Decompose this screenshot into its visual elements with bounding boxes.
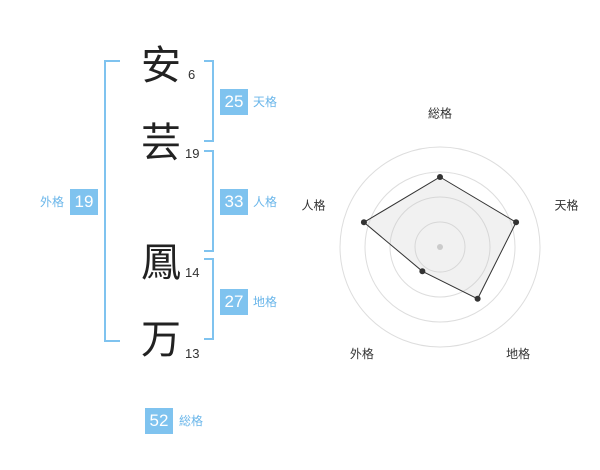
radar-rings (339, 146, 541, 348)
chikaku-value: 27 (220, 289, 248, 315)
radar-axis-label: 人格 (302, 197, 326, 212)
tenkaku-label: 天格 (253, 95, 278, 109)
radar-shape (360, 174, 520, 302)
soukaku-label: 総格 (179, 414, 204, 428)
name-char-4: 万 (141, 317, 181, 363)
name-char-3: 鳳 (141, 240, 181, 286)
soukaku-value: 52 (145, 408, 173, 434)
stroke-count-1: 6 (188, 67, 196, 82)
radar-point-3 (474, 295, 481, 302)
chikaku-bracket (204, 258, 214, 340)
name-char-1: 安 (141, 43, 181, 89)
jinkaku-label: 人格 (253, 195, 278, 209)
tenkaku-value: 25 (220, 89, 248, 115)
radar-axis-label: 総格 (428, 106, 452, 121)
stroke-count-3: 14 (185, 265, 200, 280)
gaikaku-value: 19 (70, 189, 98, 215)
tenkaku-bracket (204, 60, 214, 142)
radar-point-2 (513, 219, 520, 226)
radar-point-1 (437, 174, 443, 180)
radar-axis-label: 外格 (350, 346, 374, 361)
radar-point-5 (360, 219, 367, 226)
radar-polygon (363, 176, 517, 300)
stroke-count-2: 19 (185, 146, 200, 161)
stroke-count-4: 13 (185, 346, 200, 361)
jinkaku-bracket (204, 150, 214, 252)
name-char-2: 芸 (141, 120, 181, 166)
jinkaku-value: 33 (220, 189, 248, 215)
gaikaku-bracket (104, 60, 120, 342)
radar-point-4 (419, 268, 426, 275)
radar-axis-label: 地格 (506, 346, 530, 361)
radar-center-dot (437, 244, 443, 250)
chikaku-label: 地格 (253, 295, 278, 309)
radar-axis-label: 天格 (554, 197, 578, 212)
gaikaku-label: 外格 (40, 195, 65, 209)
